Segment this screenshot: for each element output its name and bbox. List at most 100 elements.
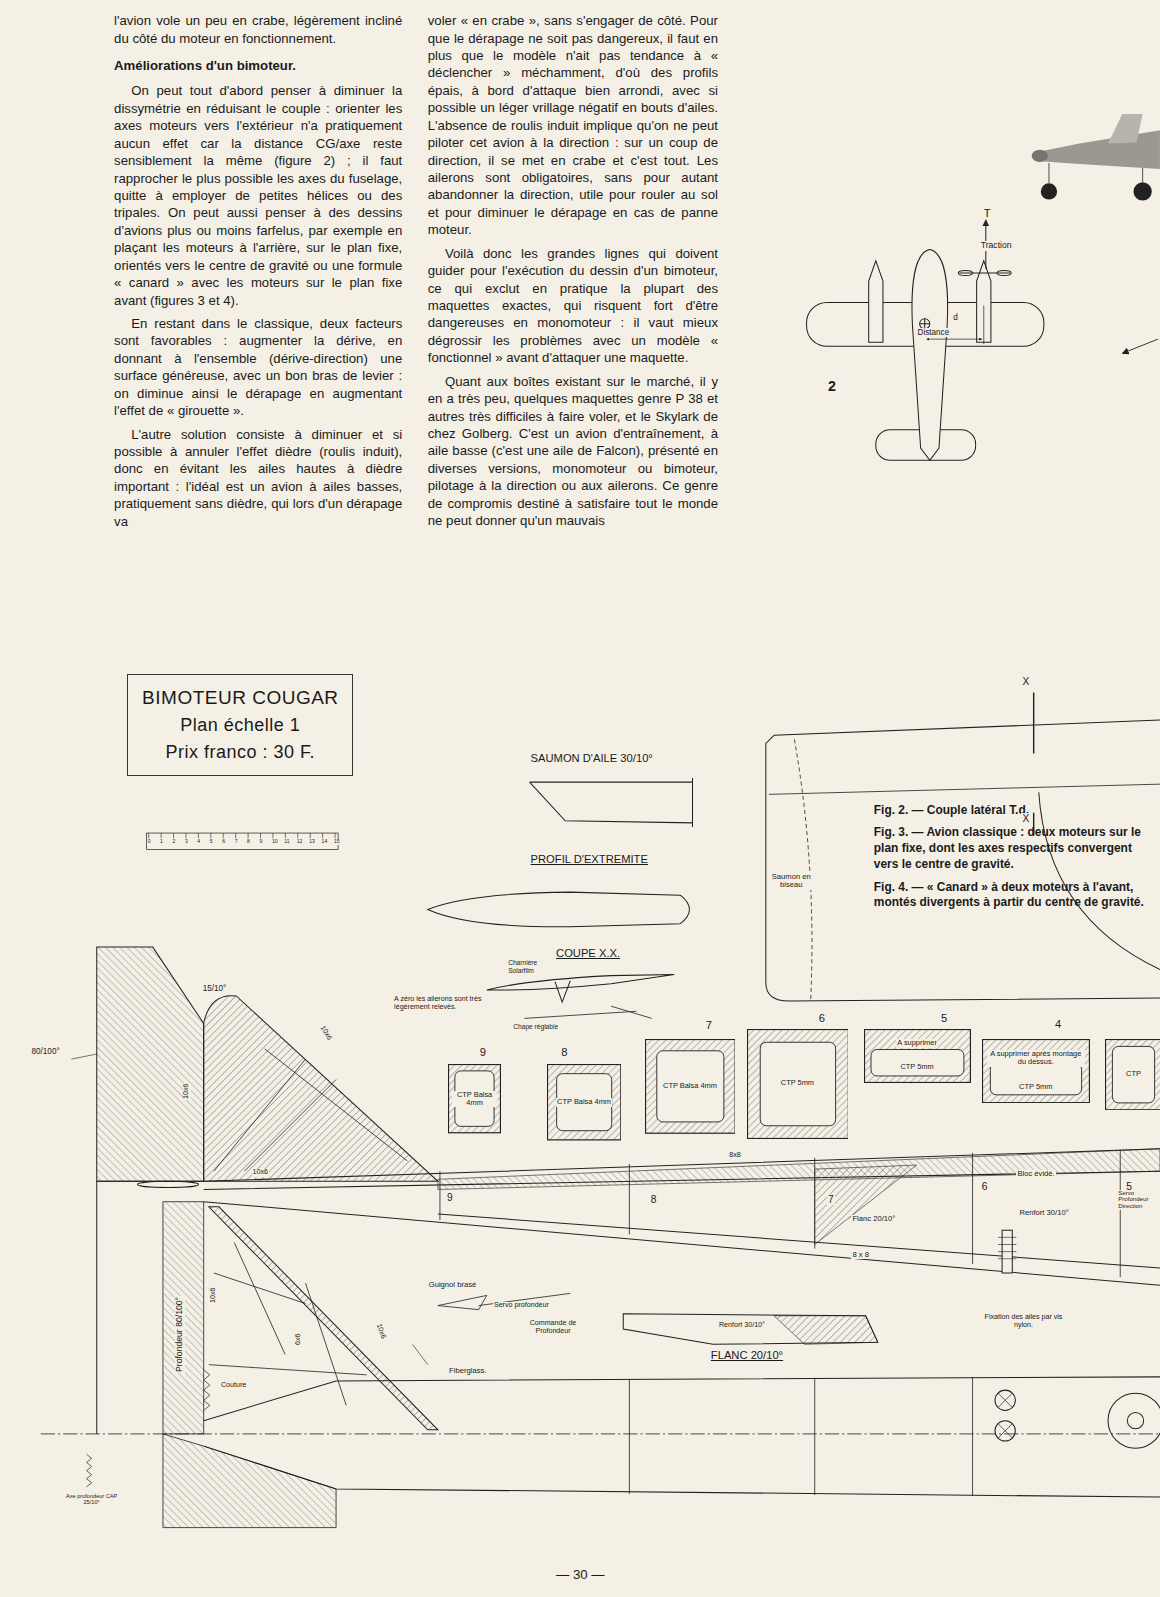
plan-label: PROFIL D'EXTREMITE [530,853,649,866]
frame-outline [864,1029,971,1083]
material-note: CTP Balsa 4mm [662,1082,718,1090]
text-column: l'avion vole un peu en crabe, légèrement… [114,12,402,536]
plan-title: BIMOTEUR COUGAR [142,684,338,713]
plan-label: 10x6 [373,1322,386,1341]
plan-label: 8 x 8 [851,1251,870,1260]
material-note: A supprimer après montage du dessus. [987,1050,1085,1067]
material-note: CTP 5mm [899,1063,934,1071]
frame-number: 5 [864,1008,971,1028]
body-paragraph: En restant dans le classique, deux facte… [114,315,402,420]
former-frame: 7CTP Balsa 4mm [645,1013,736,1133]
frame-body: CTP 5mm [747,1029,849,1139]
former-frame: CTP [1105,1039,1160,1110]
material-note: CTP Balsa 4mm [452,1091,497,1108]
frame-opening [656,1051,723,1122]
plan-label: 10x6 [210,1286,218,1303]
text-column: voler « en crabe », sans s'engager de cô… [428,12,718,535]
plan-label: X [1021,813,1030,824]
frame-border [1106,1039,1160,1109]
plan-label: FLANC 20/10° [710,1349,784,1362]
plan-label: Charnière Solarfilm [507,959,552,974]
plan-label: d [952,313,959,322]
body-paragraph: On peut tout d'abord penser à diminuer l… [114,82,402,308]
frame-outline [982,1039,1090,1103]
frame-body: A supprimer après montage du dessus. CTP … [982,1039,1090,1103]
material-note: CTP 5mm [1018,1083,1053,1091]
plan-label: Renfort 30/10° [718,1322,766,1330]
former-frame: 6CTP 5mm [747,1008,849,1138]
frame-number: 9 [448,1041,501,1064]
frame-body: CTP Balsa 4mm [645,1039,736,1134]
frame-opening [760,1042,835,1126]
scale-number: 3 [184,839,189,845]
frame-number: 8 [547,1041,621,1064]
frame-body: CTP Balsa 4mm [448,1064,501,1133]
material-note: CTP [1125,1070,1142,1078]
figure-caption: Fig. 3. — Avion classique : deux moteurs… [874,825,1147,872]
plan-label: A zéro les ailerons sont très légèrement… [393,996,489,1012]
figure-caption: Fig. 4. — « Canard » à deux moteurs à l'… [874,880,1147,912]
plan-label: Saumon en biseau [769,873,814,890]
former-frame: 4 A supprimer après montage du dessus. CTP… [982,1011,1090,1103]
material-note: CTP Balsa 4mm [556,1098,612,1106]
former-frame: 9CTP Balsa 4mm [448,1041,501,1134]
plan-label: Commande de Profondeur [515,1320,590,1336]
plan-label: 8 [650,1194,658,1205]
scale-number: 10 [271,839,279,845]
plan-info: Prix franco : 30 F. [166,739,316,766]
plan-label: Servo profondeur [493,1302,550,1310]
scale-number: 8 [246,839,251,845]
page-number: — 30 — [555,1568,606,1583]
frame-number: 7 [645,1013,736,1038]
scale-number: 13 [308,839,316,845]
frame-border [864,1029,970,1082]
frame-border [747,1029,848,1138]
plan-label: 10x6 [183,1082,191,1099]
frame-number: 6 [747,1008,849,1028]
scale-number: 7 [234,839,239,845]
plan-label: Bloc évidé. [1016,1170,1055,1179]
frame-number: 4 [982,1011,1090,1038]
plan-label: Guignol brasé [428,1281,477,1290]
plan-label: Fixation des ailes par vis nylon. [976,1314,1072,1330]
frame-body: CTP [1105,1039,1160,1110]
frame-border [449,1065,501,1133]
plan-label: Chape réglable [512,1023,560,1030]
title-box: BIMOTEUR COUGARPlan échelle 1Prix franco… [127,674,353,776]
scale-number: 11 [283,839,290,845]
plan-label: 10x6 [252,1169,269,1177]
body-paragraph: l'avion vole un peu en crabe, légèrement… [114,12,402,47]
frame-border [645,1039,735,1133]
material-note: A supprimer [896,1039,938,1047]
frame-opening [990,1063,1081,1094]
plan-label: Fiberglass. [448,1367,487,1376]
frame-opening [871,1049,964,1075]
plan-label: 8x8 [728,1152,741,1160]
frame-body: A supprimerCTP 5mm [864,1029,971,1083]
scale-number: 4 [196,839,201,845]
scale-number: 0 [147,839,152,845]
scale-number: 14 [321,839,329,845]
plan-label: T [983,207,992,220]
frame-border [982,1039,1089,1102]
body-paragraph: voler « en crabe », sans s'engager de cô… [428,12,718,238]
plan-label: Axe profondeur CAP 25/10° [59,1493,124,1506]
plan-label: Flanc 20/10° [851,1215,896,1224]
plan-label: Couture [220,1382,247,1390]
figure-caption: Fig. 2. — Couple latéral T.d. [874,803,1147,819]
scale-number: 1 [159,839,164,845]
scale-number: 12 [296,839,304,845]
plan-label: 10x6 [317,1024,333,1043]
caption-column: Fig. 2. — Couple latéral T.d. Fig. 3. — A… [874,803,1147,919]
body-paragraph: Quant aux boîtes existant sur le marché,… [428,373,718,530]
plan-label: SAUMON D'AILE 30/10° [530,752,654,765]
plan-label: Distance [917,328,951,337]
plan-label: 9 [446,1192,454,1203]
plan-label: X [1021,676,1030,687]
plan-label: Profondeur 80/100° [175,1296,185,1373]
scale-number: 2 [172,839,177,845]
former-frame: 8CTP Balsa 4mm [547,1041,621,1141]
